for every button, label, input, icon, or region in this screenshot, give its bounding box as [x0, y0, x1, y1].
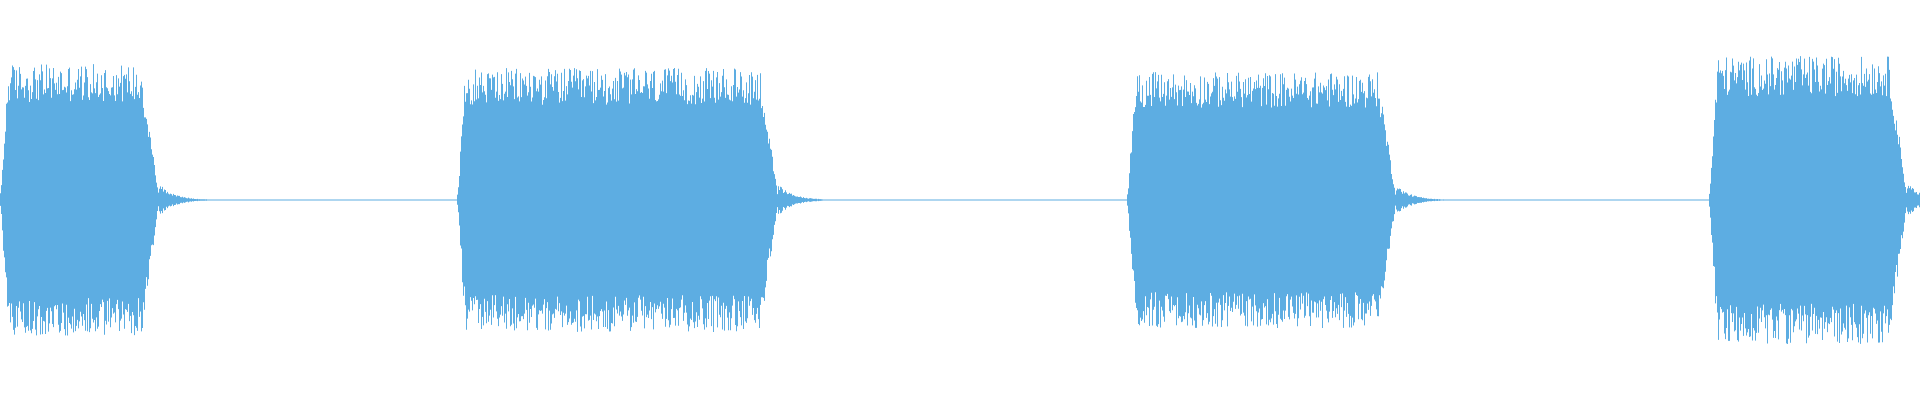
waveform-burst: [1709, 56, 1920, 344]
waveform-burst: [0, 64, 219, 336]
waveform-burst: [457, 68, 838, 332]
waveform-bars: [0, 56, 1920, 344]
waveform-burst: [1127, 72, 1456, 328]
